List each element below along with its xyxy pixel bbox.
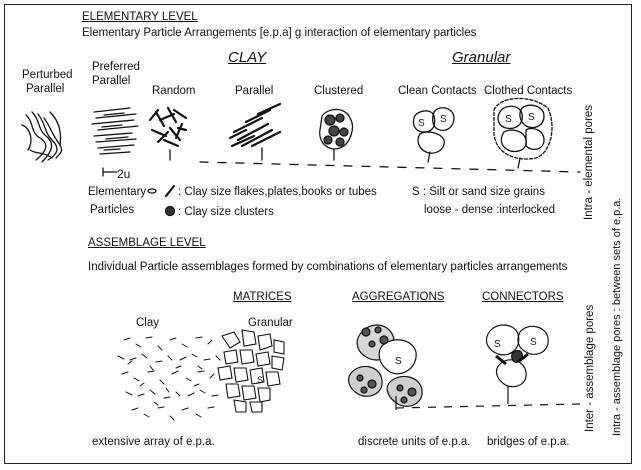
inter-assemblage-pores-line xyxy=(396,386,580,410)
aggregations-sketch xyxy=(349,325,423,406)
matrices-granular-sketch xyxy=(218,330,284,412)
aggregation-grain-letter: S xyxy=(395,356,402,367)
preferred-parallel-sketch xyxy=(92,108,138,154)
clean-contact-grain-letter-1: S xyxy=(418,118,425,129)
clean-contacts-sketch xyxy=(413,108,454,162)
connector-grain-letter-2: S xyxy=(530,337,537,348)
connectors-sketch xyxy=(486,325,548,387)
legend-symbols xyxy=(148,186,175,216)
clustered-sketch xyxy=(320,109,353,148)
clean-contact-grain-letter-2: S xyxy=(440,114,447,125)
matrices-clay-sketch xyxy=(118,337,220,420)
connector-grain-letter-1: S xyxy=(494,339,501,350)
clothed-contact-grain-letter-2: S xyxy=(528,112,535,123)
random-sketch xyxy=(150,108,186,146)
parallel-clay-sketch xyxy=(230,104,280,146)
clothed-contact-grain-letter-1: S xyxy=(505,114,512,125)
matrix-grain-letter: S xyxy=(257,375,263,385)
clothed-contacts-sketch xyxy=(494,98,552,168)
scale-bar xyxy=(103,168,117,176)
perturbed-parallel-sketch xyxy=(22,112,62,162)
